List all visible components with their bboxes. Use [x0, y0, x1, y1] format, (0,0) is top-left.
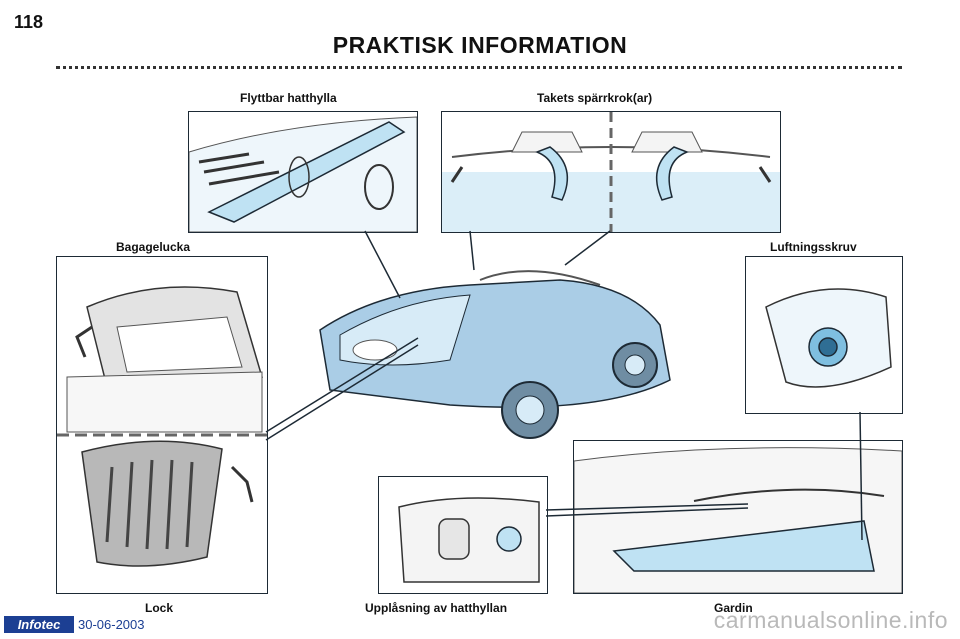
- curtain-illustration: [574, 441, 902, 593]
- label-takets-sparrkrok: Takets spärrkrok(ar): [537, 91, 653, 105]
- shelf-release-illustration: [379, 477, 547, 593]
- panel-curtain: [573, 440, 903, 594]
- page-title: PRAKTISK INFORMATION: [332, 32, 628, 58]
- car-illustration: [300, 240, 685, 450]
- boot-lid-illustration: [57, 257, 267, 593]
- watermark: carmanualsonline.info: [713, 607, 948, 633]
- label-lock: Lock: [145, 601, 174, 615]
- label-gardin: Gardin: [714, 601, 753, 615]
- panel-boot-lid-and-cover: [56, 256, 268, 594]
- label-flyttbar-hatthylla: Flyttbar hatthylla: [240, 91, 337, 105]
- panel-bleed-screw: [745, 256, 903, 414]
- label-bagagelucka: Bagagelucka: [116, 240, 191, 254]
- parcel-shelf-illustration: [189, 112, 417, 232]
- footer-date: 30-06-2003: [78, 617, 145, 632]
- roof-hooks-illustration: [442, 112, 780, 232]
- panel-roof-hooks: [441, 111, 781, 233]
- title-divider: [56, 66, 902, 69]
- panel-shelf-release: [378, 476, 548, 594]
- page-number: 118: [14, 12, 44, 32]
- label-upplasning: Upplåsning av hatthyllan: [365, 601, 508, 615]
- infotec-logo: Infotec: [4, 616, 74, 633]
- panel-parcel-shelf: [188, 111, 418, 233]
- convertible-car: [319, 270, 671, 439]
- bleed-screw-illustration: [746, 257, 902, 413]
- label-luftningsskruv: Luftningsskruv: [770, 240, 857, 254]
